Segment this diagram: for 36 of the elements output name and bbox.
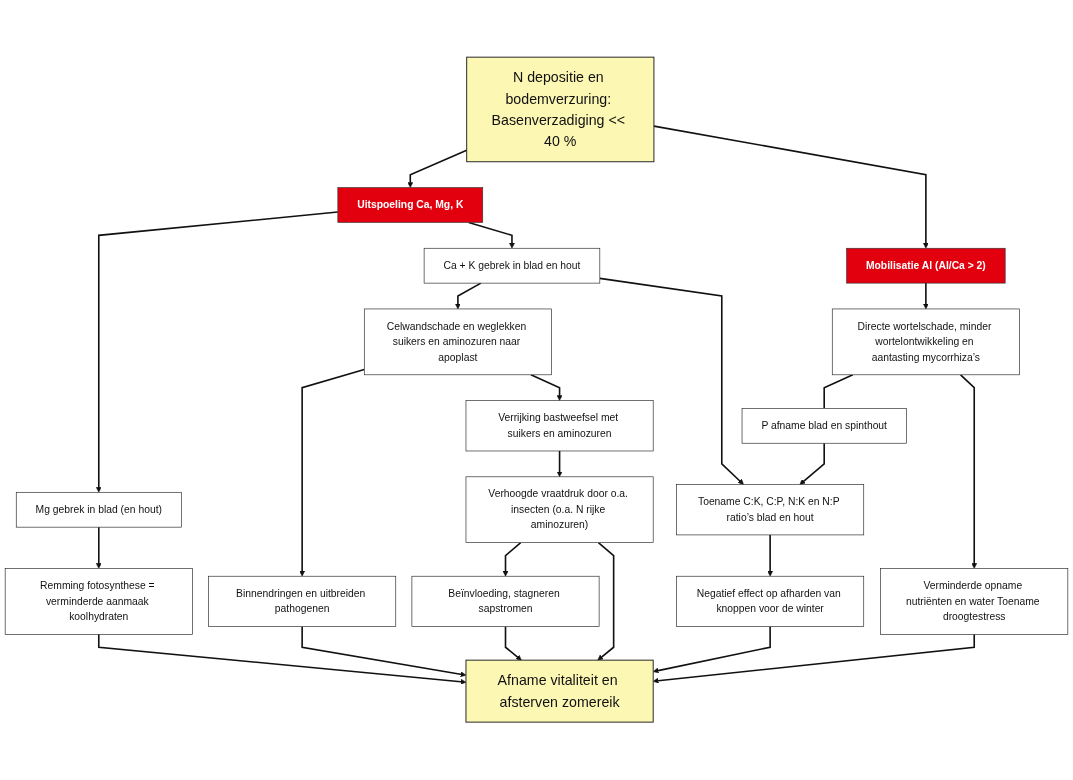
arrow: [556, 450, 563, 478]
node-box: Verminderde opname nutriënten en water Toename droogtestress: [880, 568, 1069, 635]
arrow: [597, 542, 615, 661]
arrow: [407, 149, 468, 189]
arrow: [959, 374, 978, 570]
arrow: [299, 368, 366, 577]
node-box: Mg gebrek in blad (en hout): [15, 492, 182, 528]
arrow: [95, 211, 339, 493]
node-box: Beïnvloeding, stagneren sapstromen: [411, 576, 600, 628]
arrow: [301, 626, 467, 678]
node-box: Ca + K gebrek in blad en hout: [423, 248, 601, 284]
node-box: Toename C:K, C:P, N:K en N:P ratio’s blad en hout: [676, 484, 865, 536]
node-box: Verhoogde vraatdruk door o.a. insecten (o.a. N rijke aminozuren): [465, 476, 654, 544]
node-box: Verrijking bastweefsel met suikers en aminozuren: [465, 400, 654, 452]
arrow: [652, 633, 976, 684]
arrow: [504, 626, 522, 661]
node-box: P afname blad en spinthout: [741, 408, 907, 444]
arrow: [652, 626, 771, 674]
arrow: [95, 526, 102, 570]
node-box: Afname vitaliteit en afsterven zomereik: [465, 660, 654, 723]
arrow: [97, 633, 467, 685]
arrow: [653, 125, 929, 249]
arrow: [923, 282, 929, 310]
arrow: [767, 534, 773, 577]
node-box: Binnendringen en uitbreiden pathogenen: [208, 576, 397, 628]
arrow: [799, 442, 825, 486]
node-box: Negatief effect op afharden van knoppen voor de winter: [676, 576, 865, 628]
arrow: [455, 282, 482, 310]
node-box: Remming fotosynthese = verminderde aanmaak koolhydraten: [4, 568, 193, 635]
arrow: [502, 542, 522, 577]
node-box: N depositie en bodemverzuring: Basenverzadiging << 40 %: [466, 57, 655, 163]
node-box: Directe wortelschade, minder wortelontwikkeling en aantasting mycorrhiza’s: [831, 308, 1020, 376]
node-box: Celwandschade en weglekken suikers en aminozuren naar apoplast: [363, 308, 552, 376]
node-box: Mobilisatie Al (Al/Ca > 2): [846, 248, 1006, 284]
node-box: Uitspoeling Ca, Mg, K: [337, 187, 484, 224]
arrow: [599, 277, 744, 486]
